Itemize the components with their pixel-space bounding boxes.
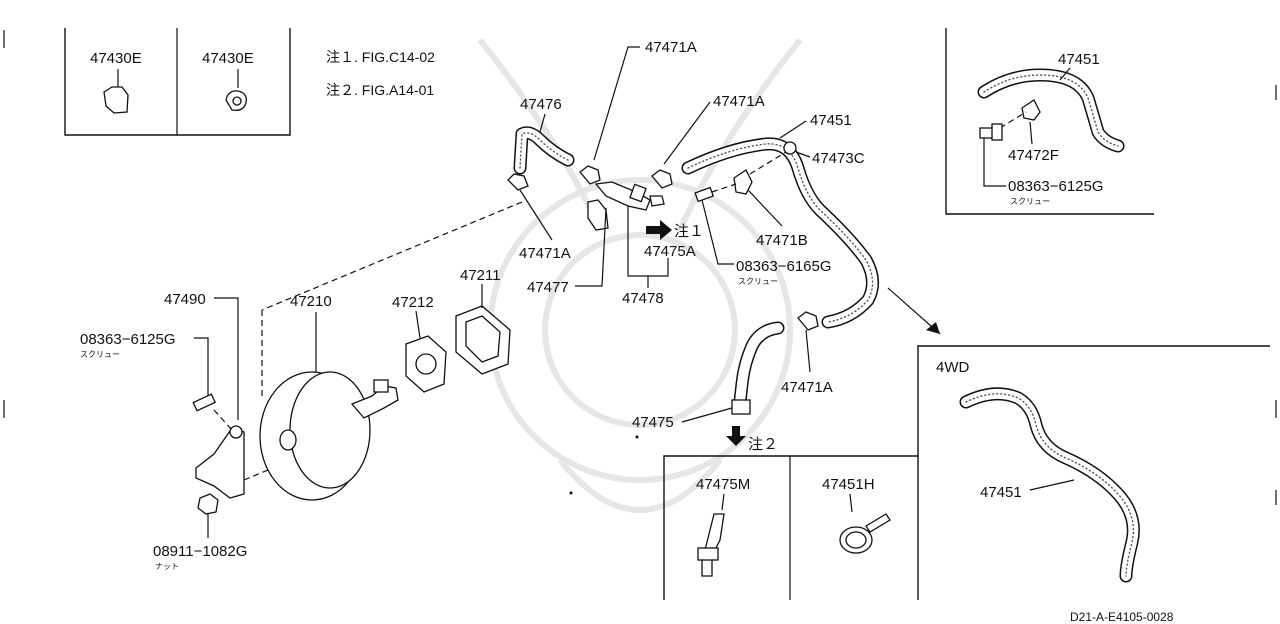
margin-ticks	[3, 30, 1277, 505]
label-47471a-top: 47471A	[645, 39, 697, 56]
inset-4wd-title: 4WD	[936, 359, 970, 376]
arrow-to-4wd-icon	[926, 322, 940, 334]
label-08363-6165g-kana: スクリュー	[738, 277, 778, 286]
bracket-47471b-icon	[733, 169, 753, 195]
note2-arrow-icon	[726, 426, 746, 446]
label-47471a-right: 47471A	[781, 379, 833, 396]
clamp-47430e-left-icon	[103, 86, 129, 114]
inset-part-label-47430e-right: 47430E	[202, 50, 254, 67]
valve-47478-icon	[594, 181, 651, 211]
label-08911-1082g-kana: ナット	[155, 562, 179, 571]
inset-part-label-47475m: 47475M	[696, 476, 750, 493]
inset-top-left: 47430E 47430E	[64, 28, 291, 136]
label-47473c: 47473C	[812, 150, 865, 167]
label-47471a-mid: 47471A	[713, 93, 765, 110]
diagram-code: D21-A-E4105-0028	[1070, 610, 1174, 624]
inset-hose-label-47451: 47451	[1058, 51, 1100, 68]
clip-47471a-mid-icon	[651, 169, 673, 189]
inset-top-right: 47451 47472F 08363−6125G スクリュー	[945, 28, 1154, 215]
inset-screw-label-08363-6125g: 08363−6125G	[1008, 178, 1104, 195]
inset-bottom: 47475M 47451H	[663, 455, 918, 600]
note-2: 注２. FIG.A14-01	[326, 82, 434, 98]
elbow-47477-icon	[587, 199, 609, 231]
clip-47471a-left-icon	[507, 173, 529, 191]
label-08363-6125g: 08363−6125G	[80, 331, 176, 348]
label-47475: 47475	[632, 414, 674, 431]
main-assembly: 47476 47471A 47477 47478 注１ 47475A 47471…	[80, 39, 879, 571]
inset-screw-kana: スクリュー	[1010, 197, 1050, 206]
note2-ref-label: 注２	[748, 436, 778, 453]
note-1: 注１. FIG.C14-02	[326, 49, 435, 65]
label-47471a-left: 47471A	[519, 245, 571, 262]
label-47478: 47478	[622, 290, 664, 307]
inset-part-label-47451h: 47451H	[822, 476, 875, 493]
grommet-47473c-icon	[783, 141, 797, 155]
clip-47471a-top-icon	[579, 165, 601, 185]
screw-08363-6165g-icon	[694, 186, 715, 203]
label-47451: 47451	[810, 112, 852, 129]
watermark-emblem	[477, 38, 803, 513]
note1-arrow-icon	[646, 220, 672, 240]
label-47210: 47210	[290, 293, 332, 310]
bracket-47472f-icon	[1021, 99, 1041, 121]
clip-47471a-right-icon	[797, 311, 819, 331]
label-47477: 47477	[527, 279, 569, 296]
inset-bracket-label-47472f: 47472F	[1008, 147, 1059, 164]
label-47476: 47476	[520, 96, 562, 113]
check-valve-47475m-icon	[701, 513, 725, 577]
inset-part-label-47430e-left: 47430E	[90, 50, 142, 67]
bracket-47490-icon	[195, 427, 245, 499]
screw-08363-6125g-icon	[192, 393, 217, 412]
label-47211: 47211	[460, 267, 501, 284]
inset-4wd-hose-label-47451: 47451	[980, 484, 1022, 501]
inset-4wd: 4WD 47451	[887, 287, 1270, 600]
label-08363-6125g-kana: スクリュー	[80, 350, 120, 359]
label-47471b: 47471B	[756, 232, 808, 249]
label-08363-6165g: 08363−6165G	[736, 258, 832, 275]
note1-ref-label: 注１	[674, 223, 704, 240]
check-valve-47475-icon	[731, 399, 751, 415]
label-47475a: 47475A	[644, 243, 696, 260]
label-47490: 47490	[164, 291, 206, 308]
label-08911-1082g: 08911−1082G	[153, 543, 247, 560]
label-47212: 47212	[392, 294, 434, 311]
nut-08911-1082g-icon	[197, 493, 219, 515]
